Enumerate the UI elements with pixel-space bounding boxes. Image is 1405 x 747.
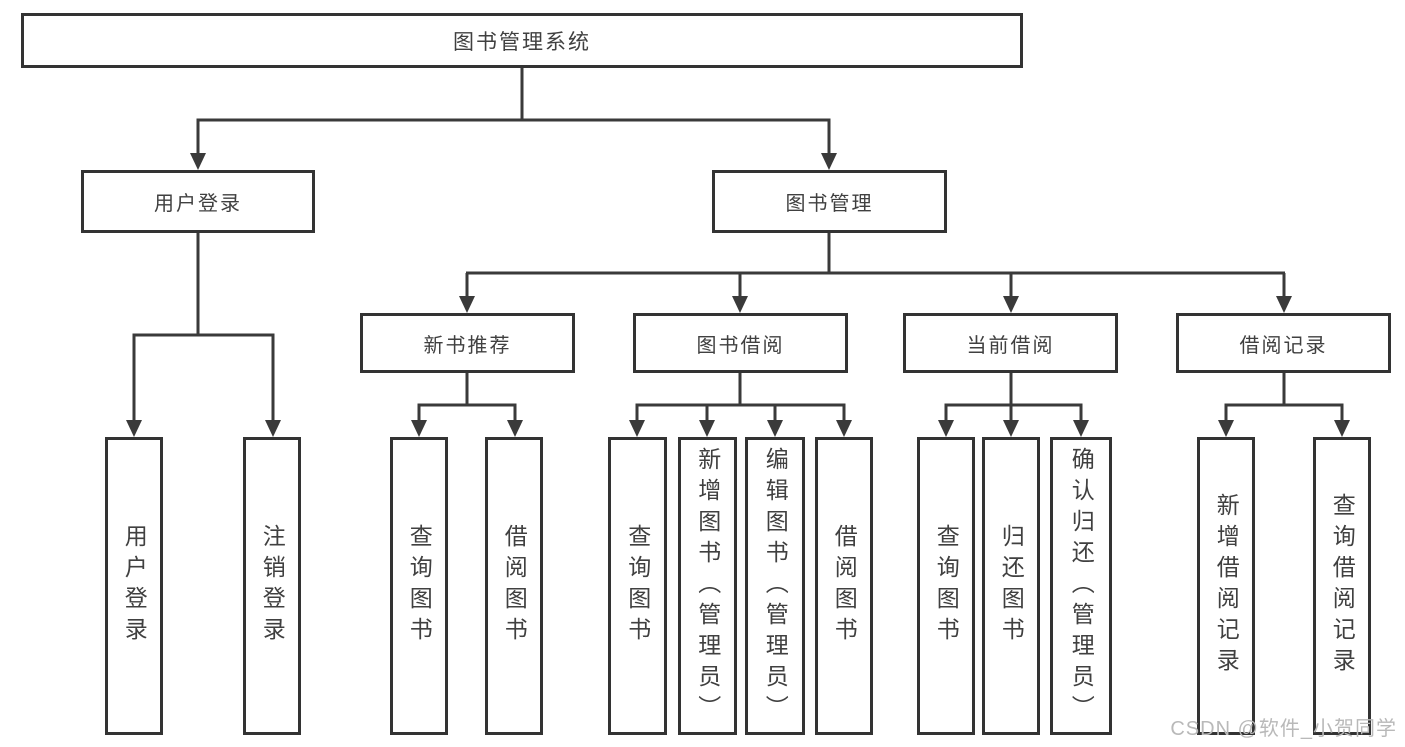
leaf-label: 查询图书 [406,524,433,648]
connector-root-to-level2 [190,68,837,170]
node-book-management: 图书管理 [712,170,947,233]
leaf-label: 新增借阅记录 [1213,493,1240,679]
connector-current-borrow-to-leaves [938,373,1089,437]
node-label: 图书管理 [785,193,874,215]
leaf-borrow-books: 借阅图书 [485,437,543,735]
node-user-login: 用户登录 [81,170,315,233]
leaf-edit-books-admin: 编辑图书（管理员） [745,437,805,735]
leaf-add-books-admin: 新增图书（管理员） [678,437,737,735]
node-label: 图书管理系统 [453,30,591,54]
leaf-confirm-return-admin: 确认归还（管理员） [1050,437,1112,735]
node-label: 图书借阅 [696,334,785,357]
leaf-label: 新增图书（管理员） [694,446,721,726]
leaf-logout: 注销登录 [243,437,301,735]
leaf-query-books: 查询图书 [917,437,975,735]
leaf-label: 用户登录 [121,524,148,648]
connector-new-book-rec-to-leaves [411,373,523,437]
connector-book-mgmt-to-level3 [459,233,1292,313]
leaf-query-books: 查询图书 [608,437,667,735]
leaf-query-books: 查询图书 [390,437,448,735]
leaf-label: 编辑图书（管理员） [762,446,789,726]
leaf-return-books: 归还图书 [982,437,1040,735]
leaf-label: 借阅图书 [501,524,528,648]
leaf-query-borrow-record: 查询借阅记录 [1313,437,1371,735]
node-label: 新书推荐 [423,334,512,357]
node-borrowing-records: 借阅记录 [1176,313,1391,373]
leaf-user-login: 用户登录 [105,437,163,735]
node-current-borrowing: 当前借阅 [903,313,1118,373]
node-library-management-system: 图书管理系统 [21,13,1023,68]
node-label: 当前借阅 [966,334,1055,357]
leaf-add-borrow-record: 新增借阅记录 [1197,437,1255,735]
node-book-borrowing: 图书借阅 [633,313,848,373]
leaf-label: 归还图书 [998,524,1025,648]
node-label: 借阅记录 [1239,334,1328,357]
node-label: 用户登录 [154,193,242,215]
leaf-label: 查询借阅记录 [1329,493,1356,679]
connector-book-borrow-to-leaves [629,373,852,437]
leaf-label: 注销登录 [259,524,286,648]
leaf-label: 借阅图书 [831,524,858,648]
connector-user-login-to-leaves [126,233,281,437]
leaf-borrow-books: 借阅图书 [815,437,873,735]
leaf-label: 查询图书 [624,524,651,648]
watermark: CSDN @软件_小贺同学 [1170,718,1397,740]
leaf-label: 确认归还（管理员） [1068,446,1095,726]
leaf-label: 查询图书 [933,524,960,648]
node-new-book-recommendation: 新书推荐 [360,313,575,373]
connector-borrow-records-to-leaves [1218,373,1350,437]
